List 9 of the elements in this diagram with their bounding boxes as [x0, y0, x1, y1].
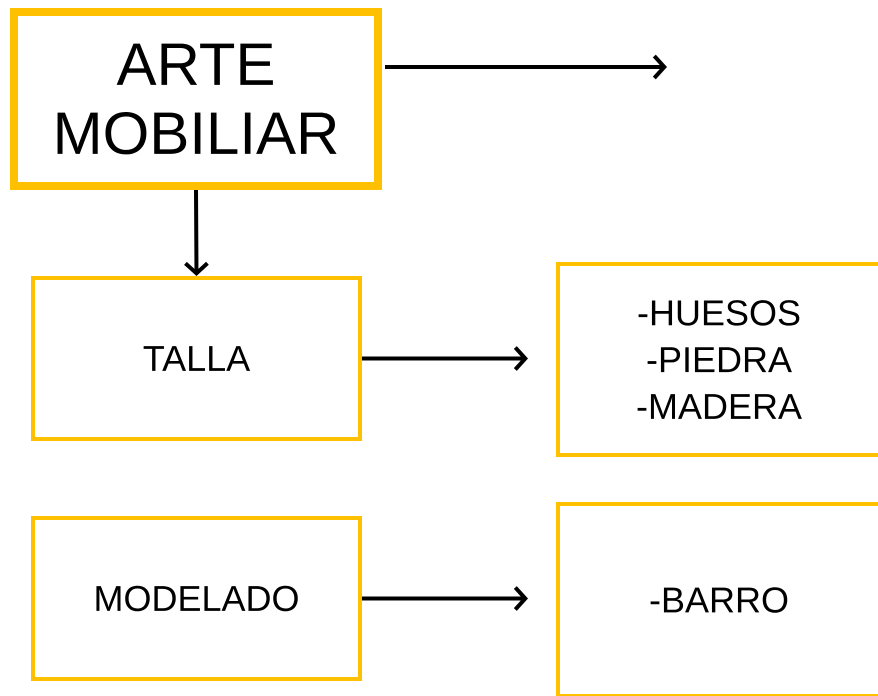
- arrow: [184, 190, 209, 276]
- text-box: MODELADO: [31, 516, 362, 681]
- arrow: [385, 54, 667, 80]
- text-box: TALLA: [31, 276, 362, 441]
- text-box: -BARRO: [556, 502, 878, 696]
- text-box: -HUESOS -PIEDRA -MADERA: [556, 262, 878, 457]
- title-box: ARTE MOBILIAR: [10, 8, 382, 190]
- arrow: [362, 346, 528, 371]
- arrow: [362, 586, 528, 611]
